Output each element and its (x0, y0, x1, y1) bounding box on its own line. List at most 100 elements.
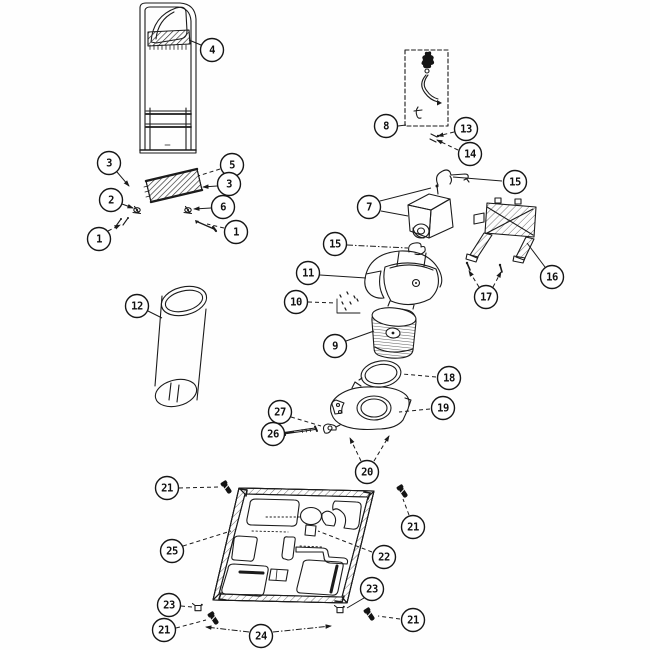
callout-circle (96, 150, 122, 176)
callout-number: 7 (366, 202, 372, 214)
leader-line (107, 224, 121, 232)
leveling-leg-part (219, 479, 234, 496)
long-screw-part (281, 425, 318, 436)
callout-7[interactable]: 7 (356, 187, 432, 220)
callout-number: 23 (366, 584, 378, 596)
callout-23[interactable]: 23 (346, 576, 385, 609)
callout-circle (98, 187, 124, 213)
callout-circle (210, 194, 236, 220)
callout-3[interactable]: 3 (96, 150, 130, 187)
callout-circle (371, 544, 397, 570)
callout-number: 13 (460, 124, 472, 136)
callout-2[interactable]: 2 (98, 187, 134, 213)
motor-clamp-bottom-part (408, 242, 426, 256)
callout-18[interactable]: 18 (401, 365, 462, 391)
callout-circle (124, 293, 150, 319)
callout-circle (453, 116, 479, 142)
bracket-screws-part (465, 261, 503, 273)
callout-number: 10 (290, 297, 302, 309)
callout-11[interactable]: 11 (295, 260, 367, 286)
callout-number: 24 (255, 631, 267, 643)
callout-circle (356, 194, 382, 220)
callout-10[interactable]: 10 (283, 289, 336, 315)
leader-line (178, 486, 220, 489)
leader-line (284, 431, 295, 434)
callout-number: 1 (96, 234, 102, 246)
callout-number: 18 (443, 373, 455, 385)
callout-9[interactable]: 9 (322, 330, 375, 359)
motor-bracket-part (465, 197, 537, 264)
leader-line (468, 270, 480, 288)
callout-1[interactable]: 1 (86, 224, 121, 252)
callout-14[interactable]: 14 (436, 139, 483, 167)
callout-8[interactable]: 8 (373, 113, 407, 139)
callout-number: 2 (108, 195, 114, 207)
callout-circle (436, 365, 462, 391)
callout-26[interactable]: 26 (260, 421, 295, 447)
callout-4[interactable]: 4 (188, 37, 225, 63)
callout-21[interactable]: 21 (151, 617, 207, 643)
motor-clamp-top-part (435, 169, 470, 186)
callout-16[interactable]: 16 (526, 242, 565, 290)
callout-15[interactable]: 15 (452, 169, 528, 195)
callout-13[interactable]: 13 (437, 116, 479, 142)
callout-circle (322, 333, 348, 359)
duct-tube-part (154, 285, 208, 408)
leader-line (379, 187, 432, 202)
callout-20[interactable]: 20 (349, 435, 390, 485)
callout-19[interactable]: 19 (398, 395, 456, 421)
callout-number: 19 (437, 403, 449, 415)
callout-3[interactable]: 3 (202, 171, 242, 197)
callout-21[interactable]: 21 (154, 475, 220, 501)
leader-line (205, 625, 250, 633)
callout-1[interactable]: 1 (206, 219, 249, 245)
callout-25[interactable]: 25 (159, 530, 232, 564)
callout-circle (260, 421, 286, 447)
callout-5[interactable]: 5 (197, 152, 245, 178)
leader-line (437, 131, 455, 137)
kit-box-part (404, 49, 449, 127)
callout-15[interactable]: 15 (322, 231, 409, 257)
callout-circle (216, 171, 242, 197)
callout-21[interactable]: 21 (377, 607, 426, 633)
callout-circle (539, 264, 565, 290)
callout-22[interactable]: 22 (317, 530, 397, 570)
leader-line (197, 168, 221, 177)
callout-circle (223, 219, 249, 245)
leader-line (188, 39, 202, 46)
leveling-leg-part (362, 606, 377, 623)
callout-23[interactable]: 23 (156, 592, 193, 618)
leader-line (402, 498, 410, 516)
callout-circle (151, 617, 177, 643)
callout-27[interactable]: 27 (267, 399, 322, 427)
callout-number: 6 (220, 202, 226, 214)
leader-line (492, 271, 502, 288)
leader-line (526, 242, 546, 268)
small-fasteners-part (115, 217, 218, 233)
leader-line (307, 301, 336, 304)
callout-number: 26 (267, 429, 279, 441)
callout-number: 5 (229, 160, 235, 172)
callout-number: 20 (361, 467, 373, 479)
callout-24[interactable]: 24 (205, 623, 332, 649)
leader-line (345, 330, 375, 342)
callout-12[interactable]: 12 (124, 293, 163, 319)
callout-number: 21 (161, 483, 173, 495)
callout-circle (430, 395, 456, 421)
clip-part (333, 604, 346, 614)
clip-part (191, 602, 204, 612)
callout-number: 16 (546, 272, 558, 284)
callout-circle (502, 169, 528, 195)
base-panel-part (212, 487, 375, 604)
callout-6[interactable]: 6 (193, 194, 236, 220)
callout-21[interactable]: 21 (400, 498, 426, 540)
leader-line (116, 171, 130, 187)
callout-17[interactable]: 17 (468, 270, 502, 310)
callout-number: 21 (407, 522, 419, 534)
callout-number: 27 (274, 407, 286, 419)
hose-clamp-part (322, 423, 341, 434)
leader-line (346, 244, 409, 249)
